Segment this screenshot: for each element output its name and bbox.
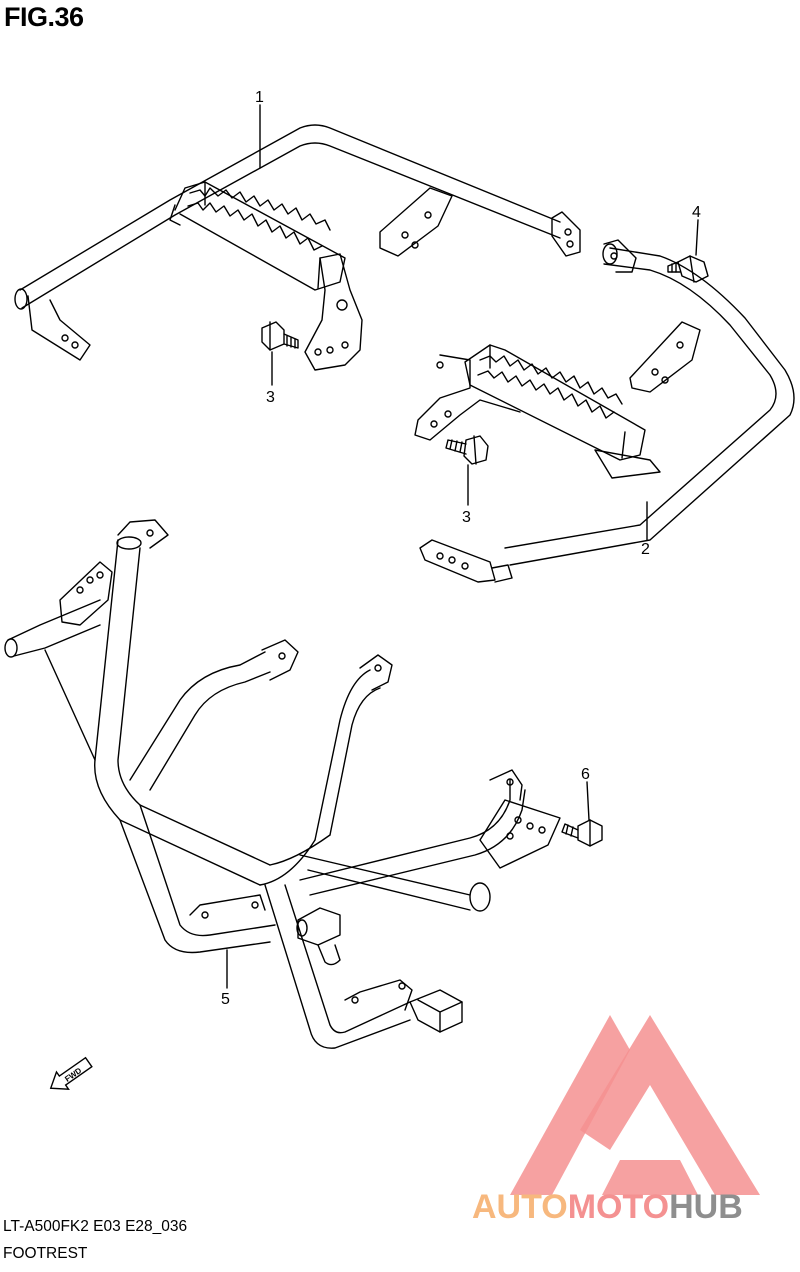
callout-part-2: 2 [641,541,650,558]
callout-part-1: 1 [255,89,264,106]
callout-part-6: 6 [581,766,590,783]
callout-part-3-lower: 3 [462,509,471,526]
logo-text-auto: AUTO [472,1188,568,1226]
bolt-6 [562,820,602,846]
bolt-upper-left [262,322,298,350]
footrest-frame [5,520,560,1048]
arrow-left-icon [45,1054,95,1098]
callout-part-4: 4 [692,204,701,221]
bolt-4 [668,256,708,282]
logo-text-hub: HUB [669,1188,743,1226]
bolt-lower-right [446,436,488,464]
callout-part-3-upper: 3 [266,389,275,406]
callout-part-5: 5 [221,991,230,1008]
leader-lines [227,105,698,988]
logo-text-moto: MOTO [567,1188,670,1226]
fwd-badge: FWD [45,1054,95,1098]
footrest-right-assembly [415,240,794,582]
figure-title: FIG.36 [4,2,84,32]
automotohub-wordmark: AUTOMOTOHUB [472,1188,743,1227]
logo-triangle-mark [510,1015,760,1195]
model-code: LT-A500FK2 E03 E28_036 [3,1218,188,1235]
section-name: FOOTREST [3,1245,88,1262]
footrest-left-assembly [15,125,580,370]
automotohub-logo [510,1015,760,1195]
